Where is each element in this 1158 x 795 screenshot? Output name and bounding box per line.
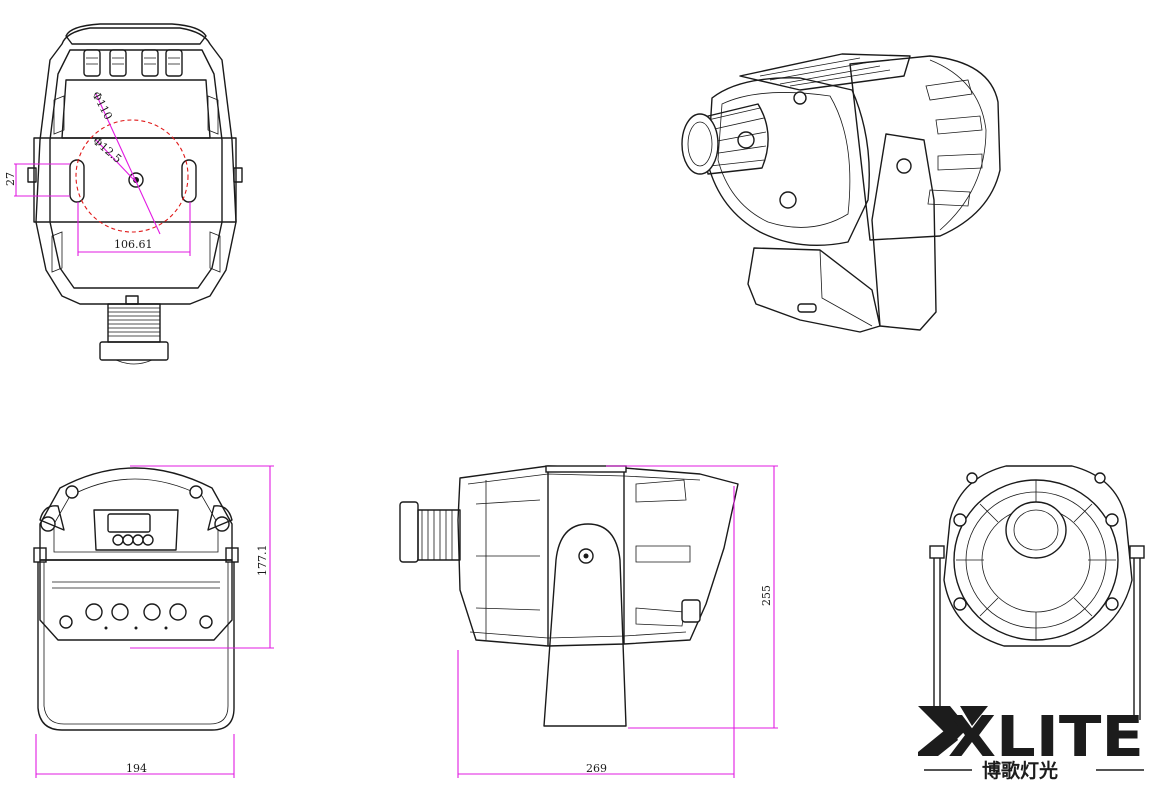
isometric-view [681,53,1001,333]
dim-bolt-spacing: 106.61 [114,238,153,251]
logo-wordmark: XLITE [948,705,1144,770]
front-view: 177.1 194 [33,465,274,778]
logo-subtitle: 博歌灯光 [982,759,1058,782]
dim-front-width: 194 [126,762,147,775]
dim-side-length: 269 [586,762,607,775]
dim-center-diameter: Φ12.5 [90,134,124,166]
rear-view [929,465,1145,720]
hole-circle [75,119,189,233]
dim-hole-diameter: Φ110 [89,89,115,122]
side-view: 255 269 [399,465,778,778]
dim-front-height: 177.1 [256,545,269,577]
dim-side-height: 27 [4,172,17,186]
brand-logo: XLITE 博歌灯光 [918,705,1144,782]
dim-side-height-total: 255 [760,585,773,606]
top-view: Φ110 Φ12.5 27 106.61 [4,23,243,365]
logo-mark [918,706,988,756]
